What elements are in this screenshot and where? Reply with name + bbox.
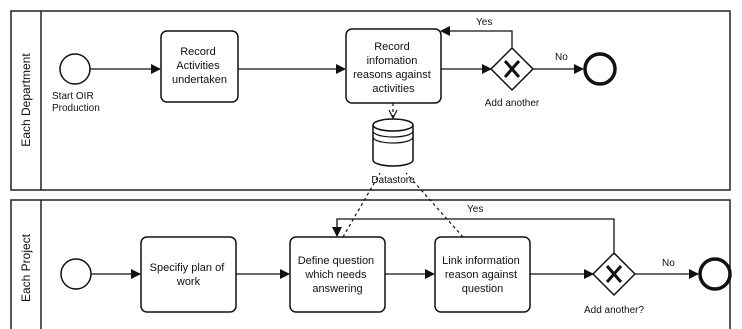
task-link-information-line1: Link information [442,255,520,267]
task-record-information-line1: Record [374,41,409,53]
task-record-information-line4: activities [372,83,415,95]
task-define-question-label: Define question which needs answering [298,255,378,295]
exclusive-x-icon [605,265,623,283]
pool-project-label: Each Project [19,233,33,302]
exclusive-x-icon [503,60,521,78]
task-record-activities-line2: Activities [176,60,220,72]
datastore-ring-2 [372,136,414,144]
flow-project-no-label: No [662,258,675,269]
flow-department-no-label: No [555,52,568,63]
task-record-information-line3: reasons against [353,69,431,81]
pool-project: Each Project [10,199,731,329]
start-event[interactable] [59,53,91,85]
task-specify-plan-label: Specifiy plan of work [150,262,228,288]
end-event-department[interactable] [583,52,617,86]
pool-department-label: Each Department [19,53,33,147]
datastore-body [372,125,414,167]
task-record-information-label: Record infomation reasons against activi… [353,41,434,95]
task-record-activities-line1: Record [180,46,215,58]
task-specify-plan-line2: work [176,276,201,288]
start-event-label-line1: Start OIR [52,91,94,102]
datastore-ring-1 [372,130,414,138]
task-record-activities[interactable] [160,30,239,103]
task-link-information-line3: question [462,283,504,295]
start-event-label: Start OIR Production [52,91,100,114]
association-define-question-to-datastore [342,172,381,238]
task-specify-plan[interactable] [140,236,237,313]
start-event-label-line2: Production [52,103,100,114]
task-record-activities-line3: undertaken [172,74,227,86]
task-record-activities-label: Record Activities undertaken [172,46,227,86]
task-specify-plan-line1: Specifiy plan of [150,262,226,274]
task-define-question-line1: Define question [298,255,374,267]
gateway-department[interactable] [489,46,535,92]
start-event-project[interactable] [60,258,92,290]
datastore-icon[interactable] [372,118,414,167]
task-define-question-line3: answering [312,283,362,295]
task-link-information-line2: reason against [445,269,517,281]
datastore-label: Datastore [371,175,415,186]
gateway-department-label: Add another [485,98,540,109]
flow-department-yes-loop [440,26,513,48]
association-link-information-to-datastore [405,172,464,238]
flow-department-yes-label: Yes [476,17,492,28]
flow-project-yes-label: Yes [467,204,483,215]
gateway-project-label: Add another? [584,305,644,316]
task-record-information-line2: infomation [367,55,418,67]
gateway-project[interactable] [591,251,637,297]
end-event-project[interactable] [698,257,732,291]
pool-project-border [10,199,731,329]
flow-project-yes-loop [332,218,615,253]
task-define-question-line2: which needs [304,269,367,281]
task-link-information-label: Link information reason against question [442,255,523,295]
datastore-top [372,118,414,132]
